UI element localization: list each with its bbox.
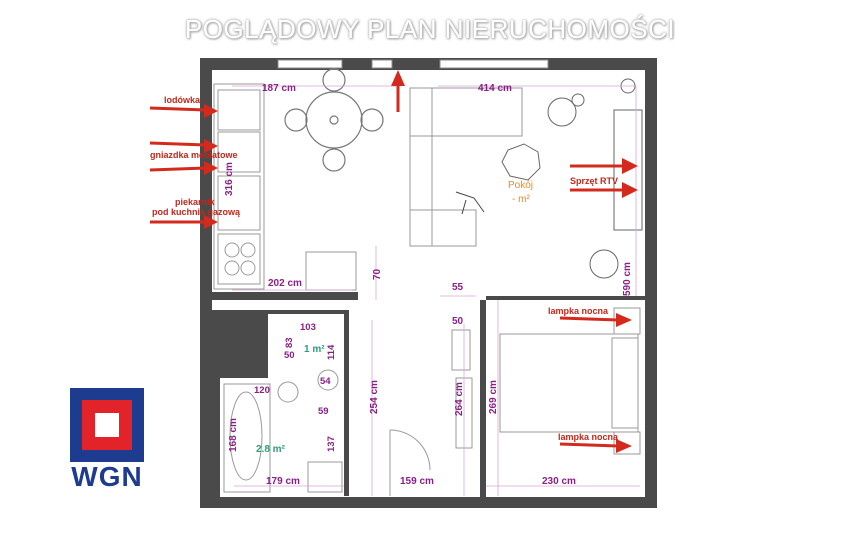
label-sockets: gniazdka meblatowe (150, 150, 238, 160)
dim-316: 316 cm (224, 162, 235, 196)
dim-70: 70 (372, 268, 383, 280)
dim-159: 159 cm (400, 476, 434, 487)
dim-54: 54 (320, 376, 331, 387)
sofa (409, 87, 523, 247)
dim-55: 55 (452, 282, 464, 293)
room-area-wc: 1 m² (304, 344, 325, 355)
room-name-living: Pokój (508, 180, 533, 191)
plan-title: POGLĄDOWY PLAN NIERUCHOMOŚCI (184, 14, 676, 44)
annotation-arrows (149, 70, 638, 453)
dim-202: 202 cm (268, 278, 302, 289)
guide-lines (232, 85, 640, 496)
dining-table (284, 68, 384, 172)
dim-269: 269 cm (488, 380, 499, 414)
label-oven-line2: pod kuchnią gazową (152, 207, 241, 217)
bathroom-fixtures (223, 369, 431, 496)
label-lamp-top: lampka nocna (548, 306, 609, 316)
dim-137: 137 (326, 436, 337, 452)
room-area-bath: 2.8 m² (256, 444, 286, 455)
dim-254: 254 cm (369, 380, 380, 414)
dim-179: 179 cm (266, 476, 300, 487)
label-lamp-bottom: lampka nocna (558, 432, 619, 442)
wgn-logo-text: WGN (71, 461, 143, 492)
wgn-logo-mark (70, 388, 144, 462)
dim-590: 590 cm (622, 262, 633, 296)
dim-50b: 50 (284, 350, 295, 361)
dim-114: 114 (326, 344, 337, 360)
room-area-living: - m² (512, 194, 530, 205)
dim-230: 230 cm (542, 476, 576, 487)
label-oven-line1: piekarnik (175, 197, 216, 207)
kitchen-counter (213, 83, 357, 291)
dim-59: 59 (318, 406, 329, 417)
dim-264: 264 cm (454, 382, 465, 416)
dim-83: 83 (284, 337, 295, 348)
dim-168: 168 cm (228, 418, 239, 452)
interior-walls (212, 292, 646, 497)
label-fridge: lodówka (164, 95, 201, 105)
dim-187: 187 cm (262, 83, 296, 94)
dim-103: 103 (300, 322, 316, 333)
label-tv: Sprzęt RTV (570, 176, 618, 186)
living-furniture (455, 78, 643, 279)
dim-50a: 50 (452, 316, 464, 327)
dim-120: 120 (254, 385, 270, 396)
dim-414: 414 cm (478, 83, 512, 94)
windows (277, 59, 549, 69)
